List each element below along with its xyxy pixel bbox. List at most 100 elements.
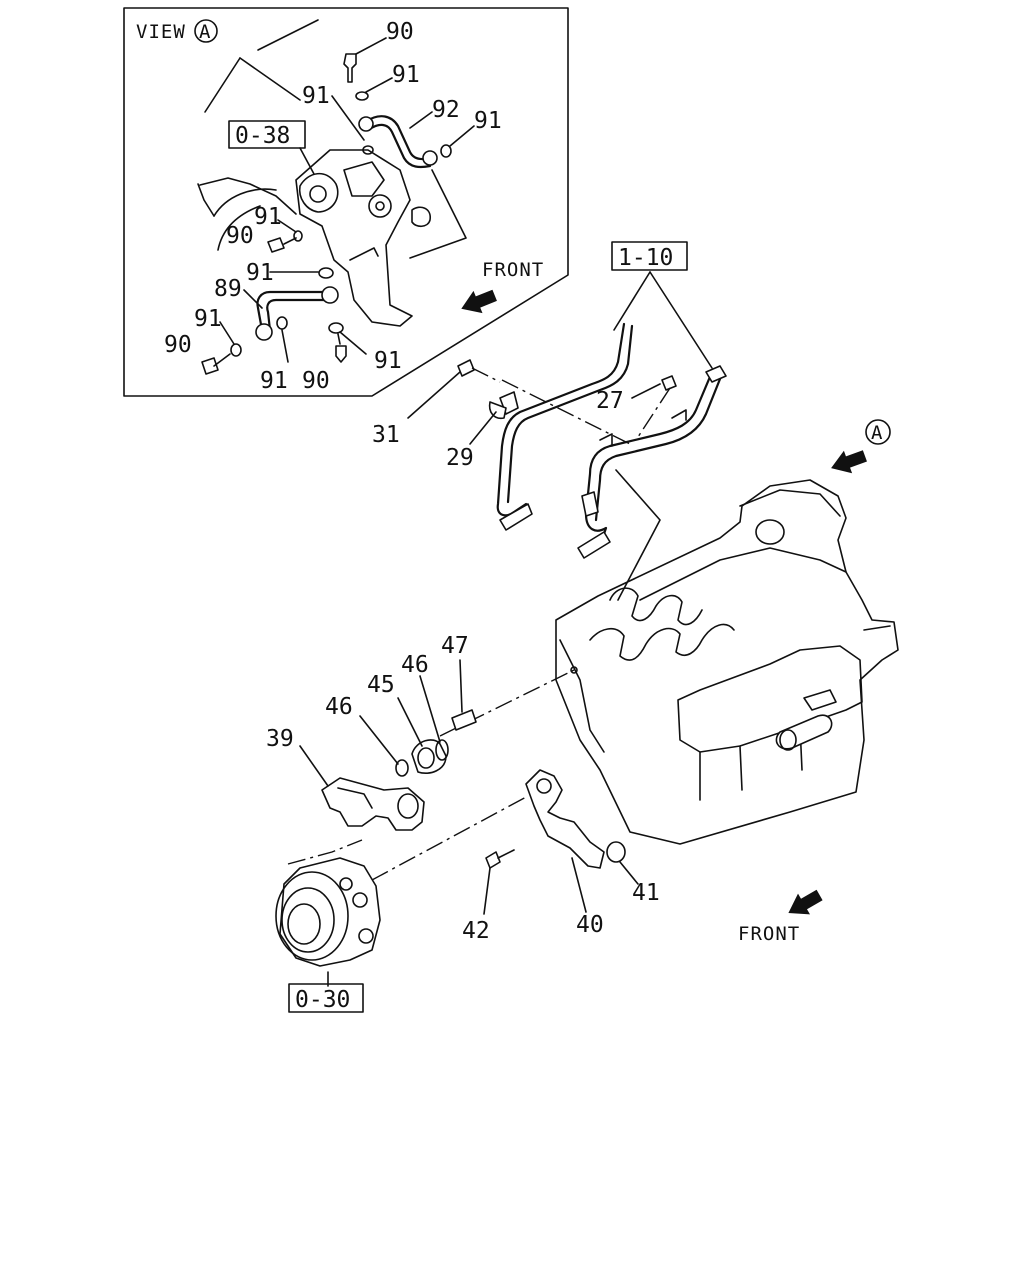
pipe-end-right [577,531,611,559]
engine-edge-line [239,57,301,101]
housing-39 [321,777,425,831]
housing-port [298,172,339,213]
callout-90: 90 [164,332,192,358]
eye-fitting-right [422,150,438,166]
engine-block [555,479,899,845]
callout-39: 39 [266,726,294,752]
engine-block-curve [197,183,215,217]
callout-29: 29 [446,445,474,471]
housing-boss [343,161,385,197]
housing-port-inner [309,185,327,203]
housing-39-port [397,793,419,819]
bolt-42 [485,851,501,869]
engine-block-curve [217,205,261,251]
water-pipe-left-edge [506,324,634,504]
bolt-90-top [343,53,357,83]
callout-46: 46 [325,694,353,720]
ref-box-1-10 [611,241,688,271]
main-diagram: 1-10 [266,241,899,1013]
bracket-lower [581,491,599,517]
bolt-90-bl [201,357,219,375]
o-ring-41 [606,841,626,863]
bolt-90-mid [267,237,285,253]
engine-edge-line [409,169,467,259]
callout-89: 89 [214,276,242,302]
ref-box-0-38 [228,120,306,149]
dowel [349,247,379,261]
ref-leader [613,271,651,331]
washer-91-top [355,91,369,101]
callout-45: 45 [367,672,395,698]
thermostat-housing [295,149,413,327]
view-a-marker-letter: A [871,422,883,444]
callout-91: 91 [392,62,420,88]
engine-edge-line [204,57,241,113]
washer-91-br [276,316,288,330]
callout-91: 91 [254,204,282,230]
view-marker-circle [194,19,218,43]
engine-block-curve [213,188,277,217]
ref-leader [649,271,713,369]
centerline [635,387,671,441]
bracket-small [599,433,613,447]
callout-92: 92 [432,97,460,123]
eye-fitting-top [358,116,374,132]
pipe-to-engine-leader [615,469,661,601]
gasket-45-inner [417,747,435,769]
engine-edge-line [257,19,319,51]
callout-90: 90 [386,19,414,45]
callout-91: 91 [194,306,222,332]
view-a-arrow-icon [831,450,867,474]
inset-frame [123,7,569,397]
inset-view-a: VIEW A 0-38 [123,7,569,397]
washer-91-right [440,144,452,158]
housing-39-detail [337,787,373,809]
callout-90: 90 [302,368,330,394]
pipe-92-edge [366,123,432,169]
washer-91-bot [328,322,344,334]
housing-fitting-inner [375,201,385,211]
pipe-end-top [705,365,727,383]
engine-block-curve [199,177,297,215]
bolt-shank [337,333,341,345]
view-marker-letter: A [199,21,211,43]
front-label-main: FRONT [738,923,800,945]
eye-fitting-low [255,323,273,341]
callout-42: 42 [462,918,490,944]
callout-91: 91 [374,348,402,374]
callout-91: 91 [260,368,288,394]
ref-box-0-38-label: 0-38 [235,123,290,149]
front-label-inset: FRONT [482,259,544,281]
water-pipe-40 [525,769,605,869]
centerline [501,379,631,445]
pipe-92 [363,115,432,161]
ref-box-1-10-label: 1-10 [618,245,673,271]
washer-91-bl [230,343,242,357]
callout-27: 27 [596,388,624,414]
ref-box-0-30 [288,983,364,1013]
callout-46: 46 [401,652,429,678]
main-leaders [299,371,661,915]
bracket-small [671,409,687,421]
front-arrow-icon [461,289,497,314]
callout-47: 47 [441,633,469,659]
pipe-89 [256,290,332,332]
callout-90: 90 [226,223,254,249]
water-pipe-right [584,370,714,542]
callout-91: 91 [246,260,274,286]
view-a-marker-circle [865,419,891,445]
inset-leaders [219,37,475,363]
callout-41: 41 [632,880,660,906]
callout-91: 91 [474,108,502,134]
view-label: VIEW [136,21,186,43]
bolt-47 [451,709,477,731]
callout-91: 91 [302,83,330,109]
bolt-90-bot [335,345,347,363]
o-ring-46a [395,759,409,777]
washer-91-mid [318,267,334,279]
clip-bracket [411,206,431,228]
water-pump [275,857,381,987]
centerline [287,839,363,865]
bolt-shank [283,237,297,245]
